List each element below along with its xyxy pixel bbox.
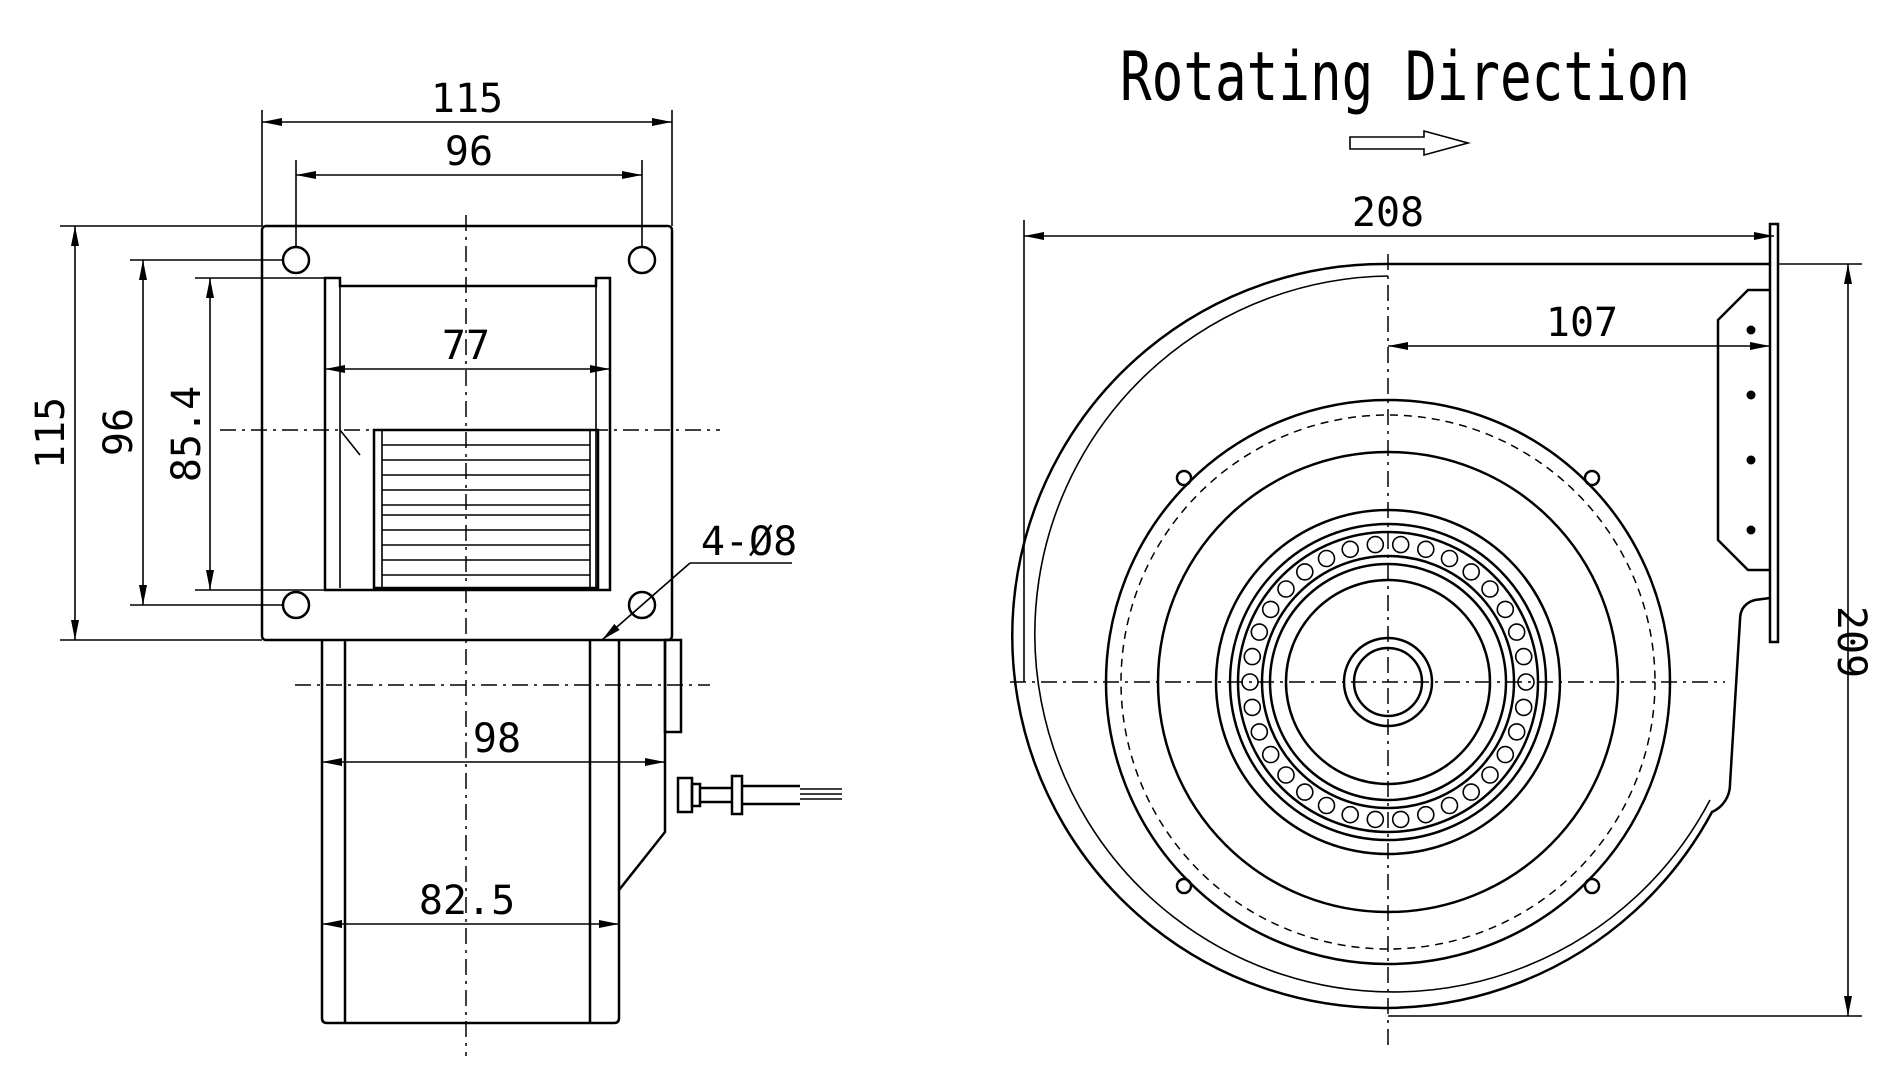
mount-screw <box>1583 469 1601 487</box>
outlet-flange <box>1768 222 1780 644</box>
side-view: 208 107 209 <box>1010 190 1874 1045</box>
impeller-blade <box>1296 783 1314 801</box>
dim-motor-82-5: 82.5 <box>419 878 515 924</box>
outlet-opening <box>323 276 612 592</box>
right-arrow-icon <box>1349 129 1472 157</box>
impeller-blade <box>1243 698 1262 717</box>
impeller-blade <box>1261 745 1280 764</box>
impeller-blade <box>1507 623 1526 641</box>
impeller-blade <box>1366 810 1385 829</box>
impeller-blade <box>1243 647 1262 666</box>
holes-callout: 4-Ø8 <box>701 519 797 565</box>
dim-width-208: 208 <box>1352 190 1424 236</box>
dim-height-85-4: 85.4 <box>164 386 210 482</box>
impeller-blade <box>1440 796 1459 815</box>
impeller-blade <box>1514 698 1533 717</box>
impeller-blade <box>1277 580 1295 598</box>
impeller <box>372 428 600 590</box>
impeller-blade <box>1366 535 1385 554</box>
impeller-blades <box>1241 535 1535 829</box>
dim-offset-107: 107 <box>1546 300 1618 346</box>
impeller-blade <box>1277 766 1295 784</box>
mount-screw <box>1583 877 1601 895</box>
impeller-blade <box>1250 623 1269 641</box>
impeller-blade <box>1507 723 1526 741</box>
impeller-blade <box>1296 563 1314 581</box>
front-view: 115 96 77 98 82.5 115 96 85.4 4-Ø8 <box>28 76 842 1056</box>
impeller-blade <box>1440 549 1459 568</box>
impeller-blade <box>1462 783 1480 801</box>
impeller-blade <box>1317 549 1336 568</box>
motor-body <box>320 638 683 1025</box>
impeller-blade <box>1496 745 1515 764</box>
impeller-blade <box>1341 805 1359 824</box>
impeller-blade <box>1481 580 1499 598</box>
dim-width-96: 96 <box>445 129 493 175</box>
flange-plate <box>260 224 674 642</box>
mount-screw <box>1175 469 1193 487</box>
dim-motor-98: 98 <box>473 716 521 762</box>
mount-hole <box>281 590 311 620</box>
impeller-blade <box>1250 723 1269 741</box>
impeller-blade <box>1391 535 1410 554</box>
dim-height-115: 115 <box>28 397 74 469</box>
impeller-blade <box>1261 600 1280 619</box>
impeller-blade <box>1514 647 1533 666</box>
mount-hole <box>627 245 657 275</box>
impeller-blade <box>1391 810 1410 829</box>
mount-screw <box>1175 877 1193 895</box>
volute-housing <box>1011 262 1771 1010</box>
impeller-blade <box>1417 540 1435 559</box>
dim-height-209: 209 <box>1828 606 1874 678</box>
impeller-blade <box>1341 540 1359 559</box>
dim-height-96: 96 <box>96 408 142 456</box>
impeller-blade <box>1317 796 1336 815</box>
rotating-direction-title: Rotating Direction <box>1120 38 1690 117</box>
impeller-blade <box>1462 563 1480 581</box>
impeller-blade <box>1481 766 1499 784</box>
mount-hole <box>281 245 311 275</box>
mount-hole <box>627 590 657 620</box>
dim-width-77: 77 <box>442 323 490 369</box>
impeller-blade <box>1496 600 1515 619</box>
cable-gland <box>676 774 842 816</box>
impeller-blade <box>1417 805 1435 824</box>
dim-width-115: 115 <box>431 76 503 122</box>
